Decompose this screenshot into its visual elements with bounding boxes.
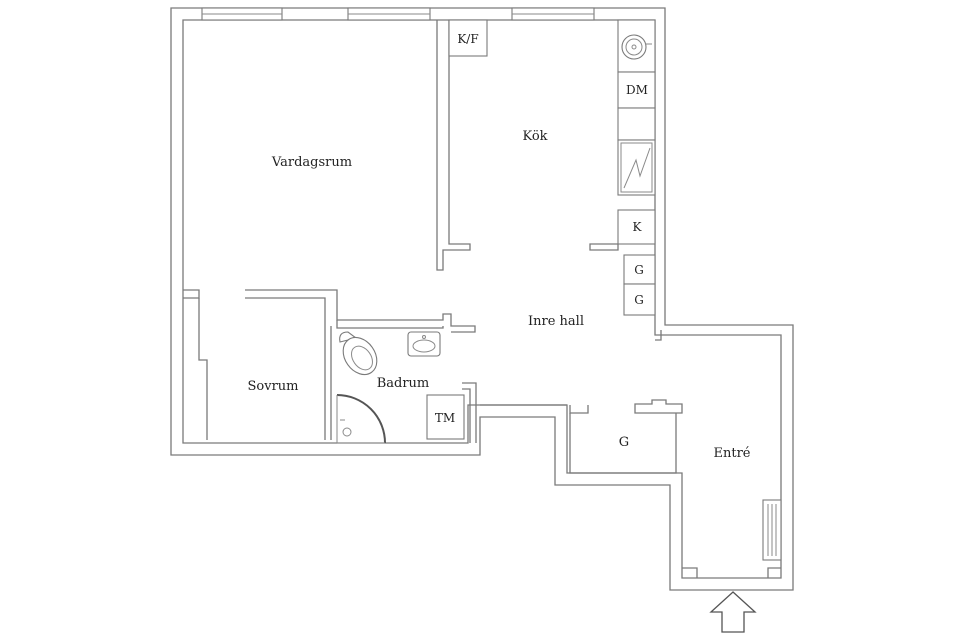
windows — [201, 7, 595, 21]
room-label-entre: Entré — [714, 446, 751, 461]
wardrobe-2 — [623, 283, 656, 316]
room-label-inre-hall: Inre hall — [528, 314, 584, 329]
sink-icon — [407, 331, 441, 357]
fixture-kf-label: K/F — [457, 32, 478, 46]
fixture-g2-label: G — [634, 293, 644, 307]
entrance-arrow-icon — [709, 591, 757, 633]
refrigerator — [617, 209, 656, 245]
kitchen-fixtures: K/F DM K G G — [448, 19, 656, 316]
toilet-icon — [339, 331, 378, 376]
inner-wall-outline — [182, 19, 782, 579]
room-label-g-closet: G — [619, 435, 629, 450]
room-label-kok: Kök — [522, 129, 547, 144]
room-label-sovrum: Sovrum — [248, 379, 299, 394]
counter-segment — [617, 107, 656, 141]
room-label-vardagsrum: Vardagsrum — [271, 155, 352, 170]
fixture-tm-label: TM — [435, 411, 455, 425]
washing-machine — [426, 394, 465, 440]
fixture-dm-label: DM — [626, 83, 648, 97]
outer-wall-outline — [170, 7, 794, 591]
shower — [336, 394, 386, 444]
stove — [617, 139, 656, 196]
sink-icon — [621, 34, 652, 60]
bathroom-fixtures: TM — [336, 331, 465, 444]
outer-walls — [170, 7, 794, 591]
dishwasher — [617, 71, 656, 109]
fixture-g1-label: G — [634, 263, 644, 277]
radiator-icon — [762, 499, 782, 561]
fridge-freezer — [448, 19, 488, 57]
stove-icon — [620, 142, 653, 193]
interior-walls — [183, 20, 781, 578]
room-label-badrum: Badrum — [377, 376, 430, 391]
fixture-k-label: K — [633, 220, 643, 234]
